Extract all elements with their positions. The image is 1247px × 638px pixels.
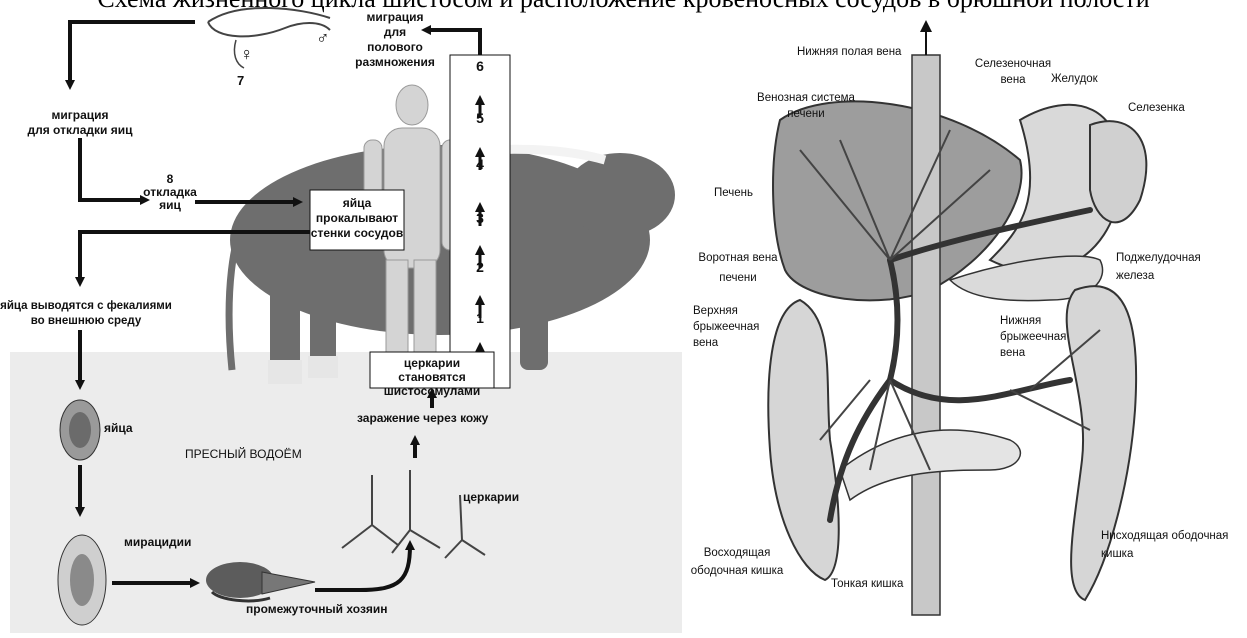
stage-8-line-2: яиц bbox=[142, 199, 198, 212]
portal-vein-line-1: Воротная вена bbox=[690, 248, 786, 268]
step-1: 1 bbox=[472, 310, 488, 326]
inferior-mesenteric-line-2: брыжеечная bbox=[1000, 329, 1066, 345]
eggs-label: яйца bbox=[104, 421, 133, 435]
superior-mesenteric-line-3: вена bbox=[693, 335, 759, 351]
ascending-colon-shape bbox=[768, 300, 838, 580]
spleen-label: Селезенка bbox=[1128, 102, 1185, 114]
ascending-colon-line-2: ободочная кишка bbox=[690, 562, 784, 580]
stage-7-number: 7 bbox=[237, 73, 244, 88]
miracidium-illustration bbox=[58, 535, 106, 625]
superior-mesenteric-label: Верхняя брыжеечная вена bbox=[693, 303, 759, 351]
step-6: 6 bbox=[472, 58, 488, 74]
anatomy-panel: Нижняя полая вена Селезеночная вена Желу… bbox=[690, 0, 1247, 633]
adult-worms-illustration bbox=[208, 8, 330, 68]
liver-label: Печень bbox=[714, 187, 753, 199]
spleen-shape bbox=[1090, 121, 1146, 222]
cercariae-become-line-1: церкарии становятся bbox=[370, 356, 494, 384]
infection-label: заражение через кожу bbox=[357, 411, 488, 425]
hepatic-veins-line-2: печени bbox=[750, 106, 862, 122]
cercariae-become-label: церкарии становятся шистосомулами bbox=[370, 356, 494, 398]
ivc-label: Нижняя полая вена bbox=[797, 46, 901, 58]
migration-breeding-line-4: размножения bbox=[350, 55, 440, 70]
lifecycle-panel: миграция для полового размножения 7 ♀ ♂ … bbox=[0, 0, 700, 633]
migration-breeding-line-1: миграция bbox=[350, 10, 440, 25]
inferior-mesenteric-line-3: вена bbox=[1000, 345, 1066, 361]
pancreas-line-1: Поджелудочная bbox=[1116, 249, 1201, 267]
eggs-exit-line-2: во внешнюю среду bbox=[0, 314, 172, 329]
ivc-shape bbox=[912, 55, 940, 615]
migration-eggs-label: миграция для откладки яиц bbox=[18, 108, 142, 138]
ascending-colon-line-1: Восходящая bbox=[690, 544, 784, 562]
inferior-mesenteric-line-1: Нижняя bbox=[1000, 313, 1066, 329]
female-symbol: ♀ bbox=[240, 44, 254, 65]
hepatic-veins-label: Венозная система печени bbox=[750, 90, 862, 122]
freshwater-label: ПРЕСНЫЙ ВОДОЁМ bbox=[185, 447, 302, 461]
portal-vein-label: Воротная вена печени bbox=[690, 248, 786, 288]
migration-eggs-line-2: для откладки яиц bbox=[18, 123, 142, 138]
eggs-pierce-label: яйца прокалывают стенки сосудов bbox=[310, 196, 404, 241]
ascending-colon-label: Восходящая ободочная кишка bbox=[690, 544, 784, 580]
splenic-vein-label: Селезеночная вена bbox=[963, 56, 1063, 88]
pancreas-label: Поджелудочная железа bbox=[1116, 249, 1201, 285]
egg-illustration bbox=[60, 400, 100, 460]
descending-colon-line-1: Нисходящая ободочная bbox=[1101, 527, 1228, 545]
eggs-exit-label: яйца выводятся с фекалиями во внешнюю ср… bbox=[0, 299, 172, 329]
miracidia-label: мирацидии bbox=[124, 535, 191, 549]
superior-mesenteric-line-2: брыжеечная bbox=[693, 319, 759, 335]
eggs-exit-line-1: яйца выводятся с фекалиями bbox=[0, 299, 172, 314]
migration-breeding-label: миграция для полового размножения bbox=[350, 10, 440, 70]
descending-colon-line-2: кишка bbox=[1101, 545, 1228, 563]
eggs-pierce-line-1: яйца bbox=[310, 196, 404, 211]
pancreas-line-2: железа bbox=[1116, 267, 1201, 285]
small-intestine-label: Тонкая кишка bbox=[831, 578, 903, 590]
step-4: 4 bbox=[472, 156, 488, 172]
descending-colon-label: Нисходящая ободочная кишка bbox=[1101, 527, 1228, 563]
inferior-mesenteric-label: Нижняя брыжеечная вена bbox=[1000, 313, 1066, 361]
host-label: промежуточный хозяин bbox=[246, 602, 388, 616]
step-5: 5 bbox=[472, 110, 488, 126]
eggs-pierce-line-2: прокалывают bbox=[310, 211, 404, 226]
cercariae-label: церкарии bbox=[463, 490, 519, 504]
cercariae-become-line-2: шистосомулами bbox=[370, 384, 494, 398]
portal-vein-line-2: печени bbox=[690, 268, 786, 288]
stomach-label: Желудок bbox=[1051, 73, 1098, 85]
migration-breeding-line-2: для bbox=[350, 25, 440, 40]
hepatic-veins-line-1: Венозная система bbox=[750, 90, 862, 106]
migration-eggs-line-1: миграция bbox=[18, 108, 142, 123]
stage-8-label: 8 откладка яиц bbox=[142, 173, 198, 212]
male-symbol: ♂ bbox=[316, 28, 330, 49]
splenic-vein-line-2: вена bbox=[963, 72, 1063, 88]
splenic-vein-line-1: Селезеночная bbox=[963, 56, 1063, 72]
step-2: 2 bbox=[472, 259, 488, 275]
migration-breeding-line-3: полового bbox=[350, 40, 440, 55]
step-3: 3 bbox=[472, 210, 488, 226]
eggs-pierce-line-3: стенки сосудов bbox=[310, 226, 404, 241]
superior-mesenteric-line-1: Верхняя bbox=[693, 303, 759, 319]
